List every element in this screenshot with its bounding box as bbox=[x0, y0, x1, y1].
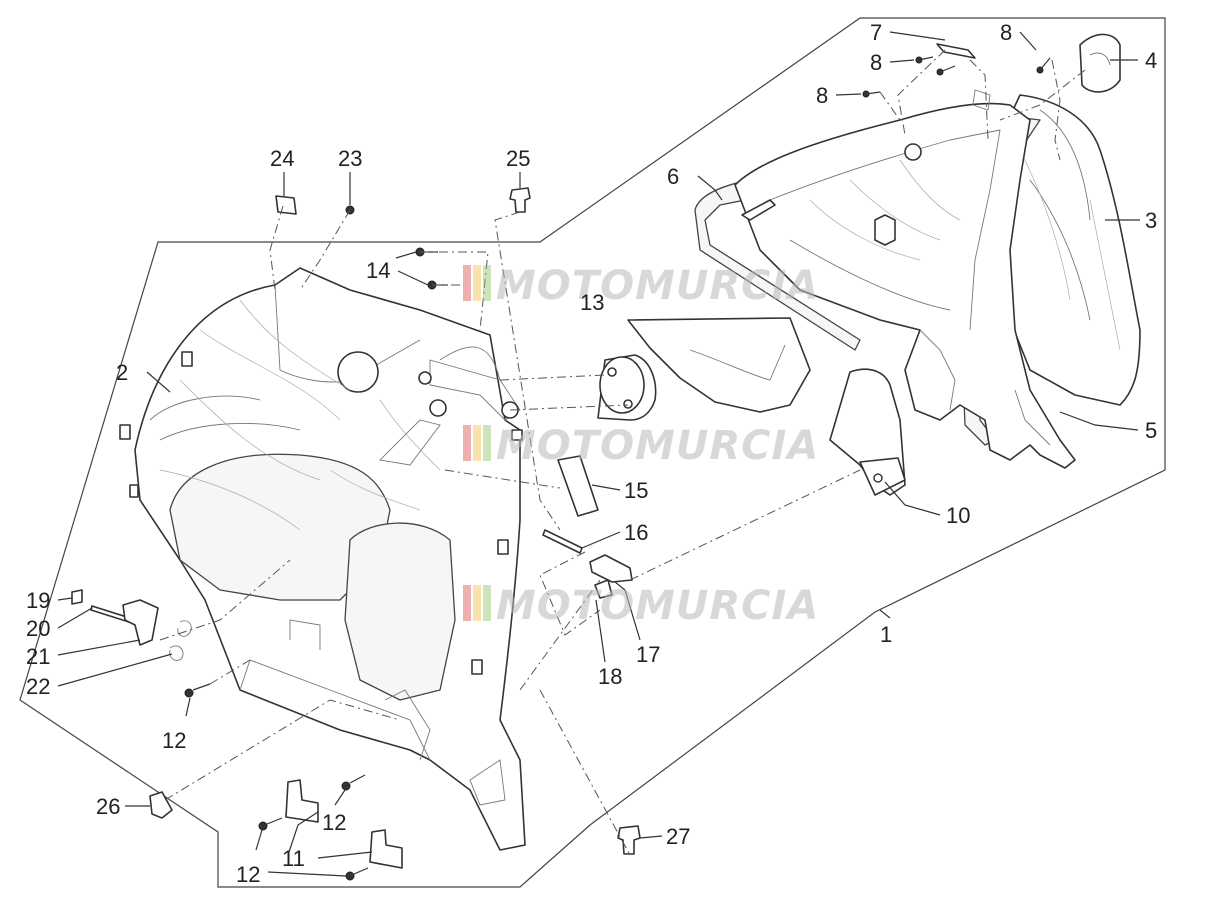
assembly-lines bbox=[159, 49, 1086, 856]
callout-8-mid: 8 bbox=[870, 50, 882, 75]
callout-8-top: 8 bbox=[1000, 20, 1012, 45]
watermark-text-1: MOTOMURCIA bbox=[496, 263, 819, 309]
callout-21: 21 bbox=[26, 644, 50, 669]
callout-3: 3 bbox=[1145, 208, 1157, 233]
callout-6: 6 bbox=[667, 164, 679, 189]
part-26-clip-nut bbox=[149, 791, 173, 819]
part-4-badge bbox=[1079, 33, 1121, 93]
part-18-spring bbox=[594, 579, 613, 599]
part-2-inner-shell bbox=[119, 267, 526, 851]
part-7-bracket bbox=[862, 43, 1051, 98]
callout-11: 11 bbox=[282, 846, 305, 871]
callout-1: 1 bbox=[880, 622, 892, 647]
callout-17: 17 bbox=[636, 642, 660, 667]
callout-18: 18 bbox=[598, 664, 622, 689]
callout-19: 19 bbox=[26, 588, 50, 613]
callout-13: 13 bbox=[580, 290, 604, 315]
watermark-1: MOTOMURCIA bbox=[463, 263, 819, 309]
callout-16: 16 bbox=[624, 520, 648, 545]
callout-25: 25 bbox=[506, 146, 530, 171]
assembly-frame bbox=[19, 17, 1166, 888]
watermark-text-2: MOTOMURCIA bbox=[496, 423, 819, 469]
parts-19-22-hinge bbox=[71, 589, 192, 661]
callout-10: 10 bbox=[946, 503, 970, 528]
part-25-grommet bbox=[509, 187, 531, 213]
callout-labels: 1 2 3 4 5 6 7 8 8 8 10 11 12 12 12 13 14… bbox=[26, 20, 1157, 887]
watermark-3: MOTOMURCIA bbox=[463, 583, 819, 629]
callout-14: 14 bbox=[366, 258, 390, 283]
callout-4: 4 bbox=[1145, 48, 1157, 73]
callout-8-left: 8 bbox=[816, 83, 828, 108]
watermark-text-3: MOTOMURCIA bbox=[496, 583, 819, 629]
callout-12-mid: 12 bbox=[322, 810, 346, 835]
callout-20: 20 bbox=[26, 616, 50, 641]
part-5-inner-frame bbox=[734, 89, 1076, 469]
cover-panel bbox=[627, 317, 811, 413]
callout-12-left: 12 bbox=[162, 728, 186, 753]
callout-15: 15 bbox=[624, 478, 648, 503]
part-12-screws bbox=[184, 683, 369, 881]
part-14-screws bbox=[415, 247, 448, 290]
part-11-brackets bbox=[285, 779, 403, 869]
callout-12-bottom: 12 bbox=[236, 862, 260, 887]
part-15-strip bbox=[557, 455, 599, 517]
callout-26: 26 bbox=[96, 794, 120, 819]
callout-22: 22 bbox=[26, 674, 50, 699]
part-17-latch bbox=[589, 554, 633, 583]
part-3-glovebox-door bbox=[984, 94, 1141, 406]
callout-7: 7 bbox=[870, 20, 882, 45]
part-10-clip-plate bbox=[829, 368, 906, 496]
part-24-clip bbox=[275, 195, 297, 215]
callout-5: 5 bbox=[1145, 418, 1157, 443]
part-13-latch-housing bbox=[597, 354, 657, 421]
part-16-pin bbox=[542, 529, 583, 554]
leader-lines bbox=[57, 31, 1140, 877]
callout-23: 23 bbox=[338, 146, 362, 171]
callout-2: 2 bbox=[116, 360, 128, 385]
callout-24: 24 bbox=[270, 146, 294, 171]
callout-27: 27 bbox=[666, 824, 690, 849]
part-27-grommet bbox=[617, 825, 641, 855]
watermark-2: MOTOMURCIA bbox=[463, 423, 819, 469]
